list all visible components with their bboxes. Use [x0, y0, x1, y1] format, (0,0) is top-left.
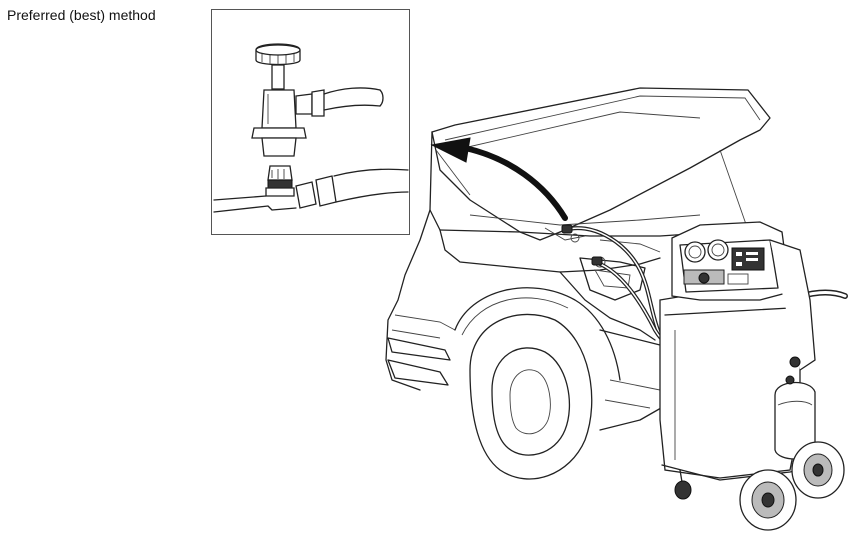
ac-recovery-recharge-machine [659, 221, 848, 531]
method-caption: Preferred (best) method [7, 7, 156, 23]
curved-arrow-icon [430, 137, 568, 221]
service-port-coupler-closeup [211, 9, 410, 235]
truck-illustration [385, 87, 771, 480]
coupler-illustration [213, 43, 409, 213]
